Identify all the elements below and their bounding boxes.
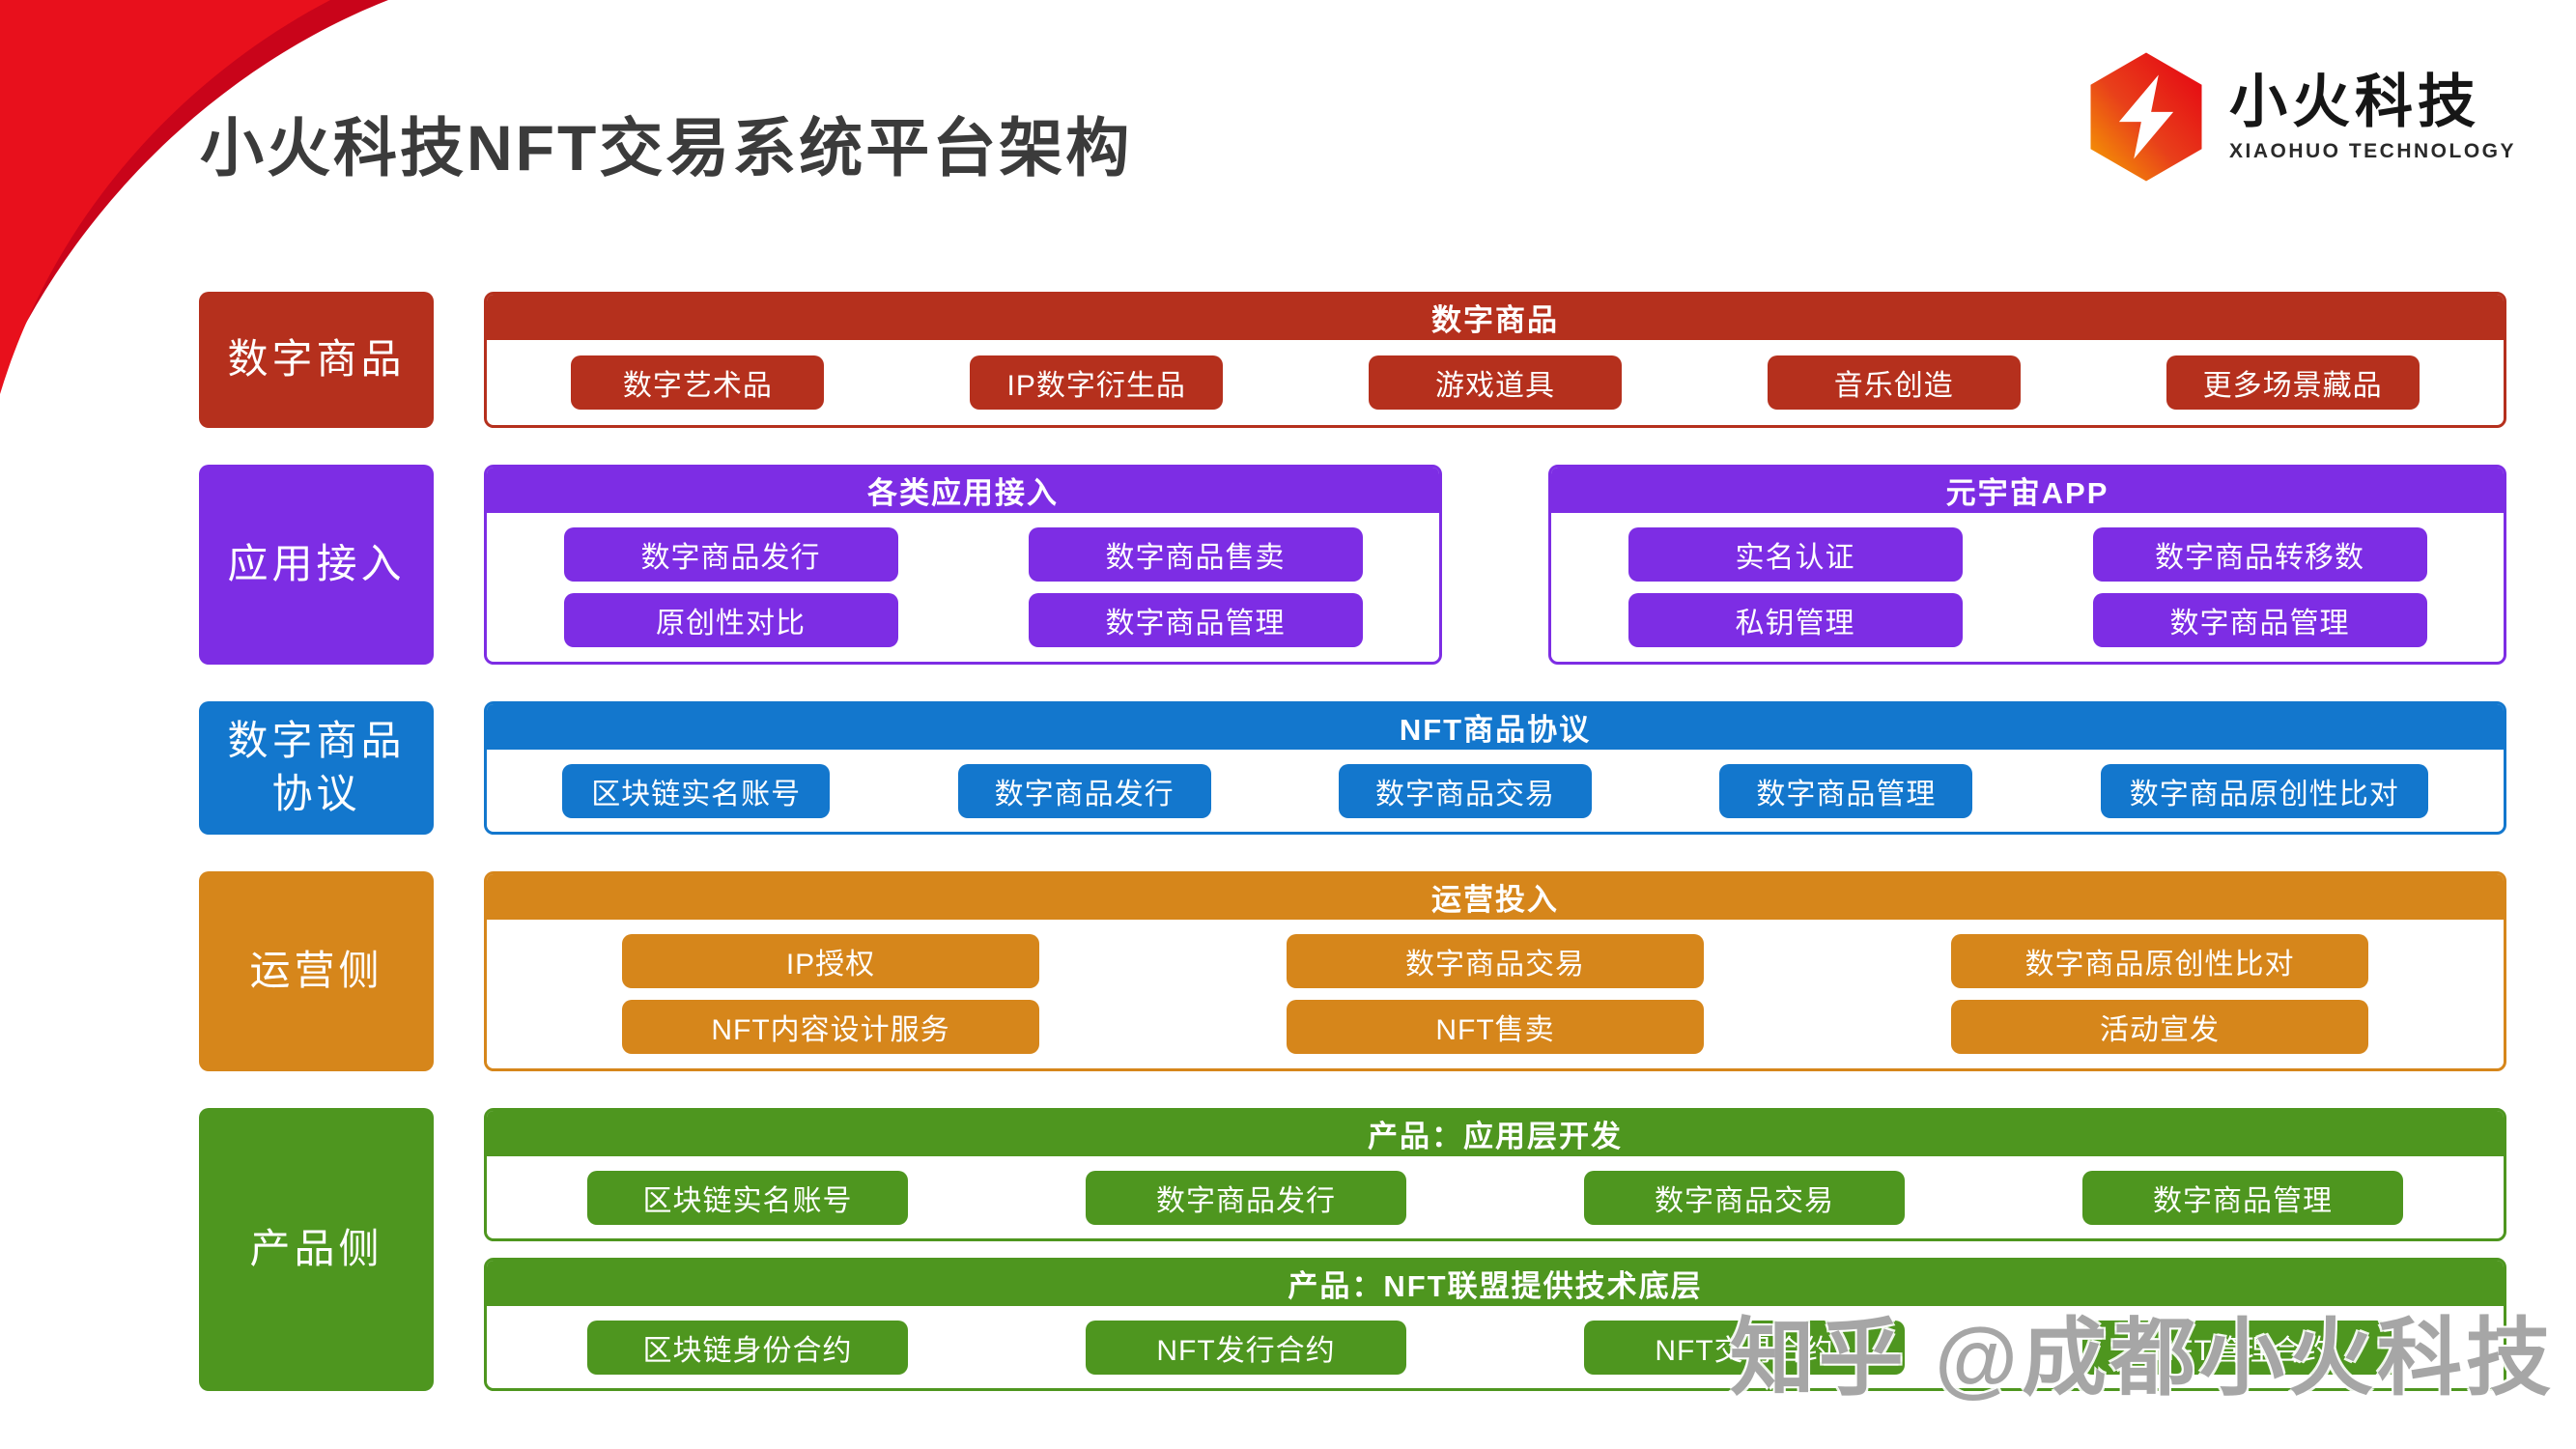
band-body: 区块链实名账号 数字商品发行 数字商品交易 数字商品管理 [487,1156,2504,1238]
band-digital-goods-0: 数字商品数字艺术品 IP数字衍生品 游戏道具 音乐创造 更多场景藏品 [484,292,2506,428]
node-row: NFT内容设计服务 NFT售卖 活动宣发 [498,999,2492,1054]
row-label-digital-goods: 数字商品 [199,292,434,428]
logo-name: 小火科技 [2228,70,2480,134]
diagram-node: 数字商品售卖 [1028,527,1363,582]
page-title: 小火科技NFT交易系统平台架构 [200,112,1133,184]
diagram-node: 活动宣发 [1951,999,2368,1054]
node-row: 数字艺术品 IP数字衍生品 游戏道具 音乐创造 更多场景藏品 [498,355,2492,410]
diagram-node: IP数字衍生品 [970,355,1224,410]
diagram-node: 音乐创造 [1767,355,2021,410]
lightning-hexagon-icon [2090,52,2202,182]
diagram-node: 数字商品管理 [2082,1170,2403,1225]
company-logo: 小火科技 XIAOHUO TECHNOLOGY [2084,50,2516,184]
band-header: 产品：NFT联盟提供技术底层 [487,1261,2504,1306]
band-body: 数字商品发行 数字商品售卖原创性对比 数字商品管理 [487,513,1439,662]
band-header: 各类应用接入 [487,468,1439,513]
diagram-node: 数字商品交易 [1338,763,1592,818]
row-protocol: 数字商品 协议 NFT商品协议区块链实名账号 数字商品发行 数字商品交易 数字商品管理 数… [199,701,2506,835]
band-body: 数字艺术品 IP数字衍生品 游戏道具 音乐创造 更多场景藏品 [487,340,2504,425]
band-operation-0: 运营投入 IP授权 数字商品交易 数字商品原创性比对 NFT内容设计服务 NFT售卖 活动宣… [484,871,2506,1071]
band-protocol-0: NFT商品协议区块链实名账号 数字商品发行 数字商品交易 数字商品管理 数字商品原创性比… [484,701,2506,835]
diagram-node: 原创性对比 [563,592,898,647]
diagram-node: IP授权 [622,934,1039,989]
row-label-operation: 运营侧 [199,871,434,1071]
band-header: 数字商品 [487,295,2504,340]
diagram-node: 更多场景藏品 [2166,355,2420,410]
band-body: 区块链身份合约 NFT发行合约 NFT交易合约 NFT管理合约 [487,1306,2504,1388]
logo-subtitle: XIAOHUO TECHNOLOGY [2228,140,2516,162]
diagram-node: NFT发行合约 [1086,1320,1406,1375]
band-product-0: 产品：应用层开发区块链实名账号 数字商品发行 数字商品交易 数字商品管理 [484,1108,2506,1241]
diagram-node: 数字艺术品 [571,355,825,410]
node-row: 私钥管理 数字商品管理 [1563,592,2492,647]
diagram-node: 区块链实名账号 [562,763,831,818]
diagram-node: 数字商品转移数 [2092,527,2427,582]
diagram-node: 数字商品管理 [1719,763,1973,818]
band-app-access-1: 元宇宙APP 实名认证 数字商品转移数私钥管理 数字商品管理 [1548,465,2506,665]
band-header: 产品：应用层开发 [487,1111,2504,1156]
band-header: 运营投入 [487,874,2504,920]
diagram-node: 数字商品管理 [1028,592,1363,647]
diagram-node: 数字商品发行 [563,527,898,582]
diagram-node: NFT内容设计服务 [622,999,1039,1054]
band-header: NFT商品协议 [487,704,2504,750]
diagram-node: 区块链身份合约 [587,1320,908,1375]
diagram-node: 实名认证 [1628,527,1963,582]
diagram-node: 私钥管理 [1628,592,1963,647]
row-product: 产品侧 产品：应用层开发区块链实名账号 数字商品发行 数字商品交易 数字商品管理产品：N… [199,1108,2506,1391]
row-bands-digital-goods: 数字商品数字艺术品 IP数字衍生品 游戏道具 音乐创造 更多场景藏品 [484,292,2506,428]
row-bands-operation: 运营投入 IP授权 数字商品交易 数字商品原创性比对 NFT内容设计服务 NFT售卖 活动宣… [484,871,2506,1071]
diagram-node: 数字商品原创性比对 [2100,763,2428,818]
node-row: IP授权 数字商品交易 数字商品原创性比对 [498,934,2492,989]
node-row: 原创性对比 数字商品管理 [498,592,1428,647]
band-body: IP授权 数字商品交易 数字商品原创性比对 NFT内容设计服务 NFT售卖 活动宣发 [487,920,2504,1068]
watermark: 知乎 @成都小火科技 [1729,1310,2555,1406]
band-body: 区块链实名账号 数字商品发行 数字商品交易 数字商品管理 数字商品原创性比对 [487,750,2504,832]
row-label-app-access: 应用接入 [199,465,434,665]
diagram-node: 数字商品原创性比对 [1951,934,2368,989]
row-label-product: 产品侧 [199,1108,434,1391]
row-bands-protocol: NFT商品协议区块链实名账号 数字商品发行 数字商品交易 数字商品管理 数字商品原创性比… [484,701,2506,835]
node-row: 区块链实名账号 数字商品发行 数字商品交易 数字商品管理 数字商品原创性比对 [498,763,2492,818]
row-bands-product: 产品：应用层开发区块链实名账号 数字商品发行 数字商品交易 数字商品管理产品：NFT联… [484,1108,2506,1391]
node-row: 区块链身份合约 NFT发行合约 NFT交易合约 NFT管理合约 [498,1320,2492,1375]
node-row: 区块链实名账号 数字商品发行 数字商品交易 数字商品管理 [498,1170,2492,1225]
band-body: 实名认证 数字商品转移数私钥管理 数字商品管理 [1551,513,2504,662]
diagram-node: 数字商品交易 [1584,1170,1905,1225]
diagram-node: 数字商品发行 [957,763,1211,818]
corner-accent-shape [0,0,388,394]
diagram-node: NFT交易合约 [1584,1320,1905,1375]
logo-texts: 小火科技 XIAOHUO TECHNOLOGY [2229,71,2516,163]
node-row: 数字商品发行 数字商品售卖 [498,527,1428,582]
diagram-node: 数字商品交易 [1287,934,1704,989]
diagram-node: 区块链实名账号 [587,1170,908,1225]
diagram-node: 游戏道具 [1368,355,1622,410]
diagram-node: NFT管理合约 [2082,1320,2403,1375]
node-row: 实名认证 数字商品转移数 [1563,527,2492,582]
band-header: 元宇宙APP [1551,468,2504,513]
diagram-node: 数字商品发行 [1086,1170,1406,1225]
row-operation: 运营侧 运营投入 IP授权 数字商品交易 数字商品原创性比对 NFT内容设计服务 NFT售卖… [199,871,2506,1071]
diagram-node: NFT售卖 [1287,999,1704,1054]
band-app-access-0: 各类应用接入数字商品发行 数字商品售卖原创性对比 数字商品管理 [484,465,1442,665]
diagram-node: 数字商品管理 [2092,592,2427,647]
band-product-1: 产品：NFT联盟提供技术底层区块链身份合约 NFT发行合约 NFT交易合约 NFT管理… [484,1258,2506,1391]
row-label-protocol: 数字商品 协议 [199,701,434,835]
